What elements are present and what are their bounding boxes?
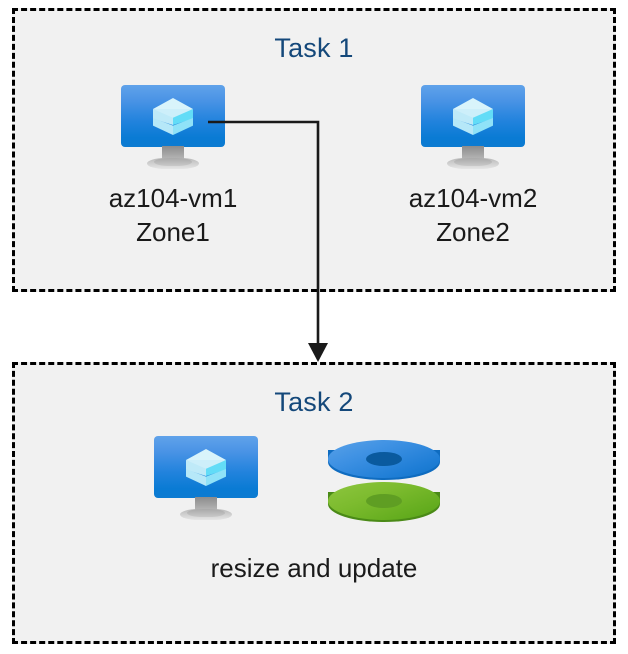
monitor-stand-neck: [162, 146, 184, 161]
monitor-stand-neck: [462, 146, 484, 161]
monitor-stand-base: [447, 158, 499, 169]
monitor-stand-base: [180, 509, 232, 520]
azure-virtual-machine-icon: [421, 85, 525, 169]
task-2-title: Task 2: [274, 387, 354, 417]
azure-managed-disks-icon[interactable]: [328, 440, 440, 532]
arrowhead-down-icon: [308, 343, 328, 362]
cube-glyph: [186, 449, 226, 487]
node-label-az104-vm2: az104-vm2 Zone2: [408, 183, 538, 248]
disk-platter-blue: [328, 440, 440, 488]
cube-glyph: [153, 98, 193, 136]
monitor-screen: [154, 436, 258, 498]
azure-virtual-machine-icon: [121, 85, 225, 169]
task-2-container: Task 2: [12, 362, 616, 644]
node-az104-vm2[interactable]: az104-vm2 Zone2: [383, 85, 563, 250]
node-label-az104-vm1: az104-vm1 Zone1: [108, 183, 238, 248]
disk-platter-green: [328, 482, 440, 530]
task-1-container: Task 1 az104-vm1 Zone1: [12, 8, 616, 292]
azure-virtual-machine-icon: [154, 436, 258, 520]
monitor-screen: [421, 85, 525, 147]
task-1-title: Task 1: [274, 33, 354, 63]
node-task2-vm[interactable]: [116, 436, 296, 520]
monitor-screen: [121, 85, 225, 147]
monitor-stand-base: [147, 158, 199, 169]
task-2-caption: resize and update: [210, 553, 418, 583]
node-az104-vm1[interactable]: az104-vm1 Zone1: [83, 85, 263, 250]
monitor-stand-neck: [195, 497, 217, 512]
cube-glyph: [453, 98, 493, 136]
